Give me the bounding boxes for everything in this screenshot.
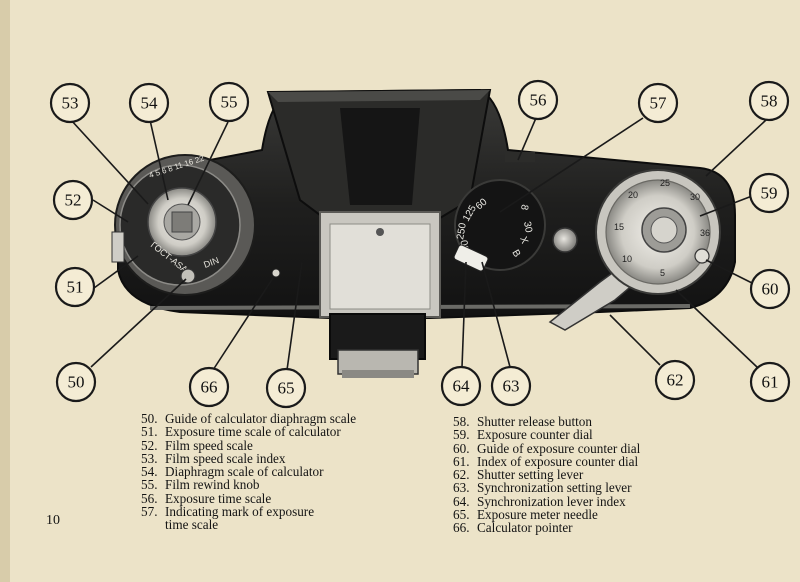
callout-65: 65	[265, 367, 307, 409]
svg-text:X: X	[517, 235, 530, 245]
callout-59: 59	[748, 172, 790, 214]
svg-text:52: 52	[65, 191, 82, 210]
svg-text:57: 57	[650, 94, 668, 113]
leader-lines	[70, 117, 767, 371]
legend-item-60: 60.Guide of exposure counter dial	[453, 440, 641, 456]
legend-item-52: 52.Film speed scale	[141, 437, 253, 453]
svg-text:53: 53	[62, 94, 79, 113]
page-edge	[0, 0, 10, 582]
legend-item-50: 50.Guide of calculator diaphragm scale	[141, 411, 357, 426]
legend-left: 50.Guide of calculator diaphragm scale 5…	[141, 412, 431, 532]
svg-text:30: 30	[521, 221, 534, 234]
legend-item-51: 51.Exposure time scale of calculator	[141, 424, 341, 440]
callout-60: 60	[749, 268, 791, 310]
svg-text:15: 15	[614, 222, 624, 232]
svg-text:30: 30	[690, 192, 700, 202]
svg-text:60: 60	[762, 280, 779, 299]
legend-item-62: 62.Shutter setting lever	[453, 467, 584, 483]
svg-text:58: 58	[761, 92, 778, 111]
din-label: DIN	[202, 255, 220, 270]
svg-text:66: 66	[201, 378, 218, 397]
legend-item-59: 59.Exposure counter dial	[453, 427, 593, 443]
svg-text:250: 250	[455, 222, 469, 241]
callout-51: 51	[54, 266, 96, 308]
legend-item-55: 55.Film rewind knob	[141, 477, 260, 493]
svg-text:59: 59	[761, 184, 778, 203]
svg-text:64: 64	[453, 377, 471, 396]
callout-56: 56	[517, 79, 559, 121]
meter-window	[271, 268, 281, 278]
svg-text:54: 54	[141, 94, 159, 113]
callout-66: 66	[188, 366, 230, 408]
callout-58: 58	[748, 80, 790, 122]
legend-item-56: 56.Exposure time scale	[141, 490, 272, 506]
page-number: 10	[46, 513, 60, 528]
legend-item-53: 53.Film speed scale index	[141, 450, 286, 466]
callout-55: 55	[208, 81, 250, 123]
callout-63: 63	[490, 365, 532, 407]
legend-item-61: 61.Index of exposure counter dial	[453, 453, 639, 469]
legend-item-65: 65.Exposure meter needle	[453, 507, 598, 523]
svg-text:25: 25	[660, 178, 670, 188]
callout-57: 57	[637, 82, 679, 124]
svg-text:61: 61	[762, 373, 779, 392]
legend-item-57-continued: time scale	[165, 517, 219, 533]
callout-61: 61	[749, 361, 791, 403]
legend-item-63: 63.Synchronization setting lever	[453, 480, 632, 496]
svg-text:62: 62	[667, 371, 684, 390]
shoe-screw	[376, 228, 384, 236]
legend-item-54: 54.Diaphragm scale of calculator	[141, 464, 324, 480]
counter-guide-knob	[694, 248, 710, 264]
shutter-release-button	[552, 227, 578, 253]
legend-item-57: 57.Indicating mark of exposure	[141, 504, 315, 520]
sync-lever	[453, 244, 489, 272]
svg-text:5: 5	[660, 268, 665, 278]
svg-text:10: 10	[622, 254, 632, 264]
callout-53: 53	[49, 82, 91, 124]
svg-text:63: 63	[503, 377, 520, 396]
legend-item-58: 58.Shutter release button	[453, 414, 592, 429]
callout-50: 50	[55, 361, 97, 403]
callout-54: 54	[128, 82, 170, 124]
callout-52: 52	[52, 179, 94, 221]
strap-lug	[111, 231, 125, 263]
svg-text:36: 36	[700, 228, 710, 238]
svg-text:B: B	[509, 248, 522, 260]
callout-64: 64	[440, 365, 482, 407]
counter-scale-labels: 5 10 15 20 25 30 36	[614, 178, 710, 278]
svg-text:51: 51	[67, 278, 84, 297]
svg-text:55: 55	[221, 93, 238, 112]
prism-face	[340, 108, 420, 205]
svg-text:8: 8	[518, 203, 530, 211]
legend-right: 58.Shutter release button 59.Exposure co…	[453, 415, 753, 535]
legend-item-66: 66.Calculator pointer	[453, 520, 573, 536]
svg-text:50: 50	[68, 373, 85, 392]
svg-text:56: 56	[530, 91, 547, 110]
svg-text:65: 65	[278, 379, 295, 398]
svg-text:20: 20	[628, 190, 638, 200]
legend-item-64: 64.Synchronization lever index	[453, 493, 626, 509]
callout-62: 62	[654, 359, 696, 401]
shutter-speed-dial	[454, 179, 546, 271]
prism-top	[268, 90, 490, 102]
